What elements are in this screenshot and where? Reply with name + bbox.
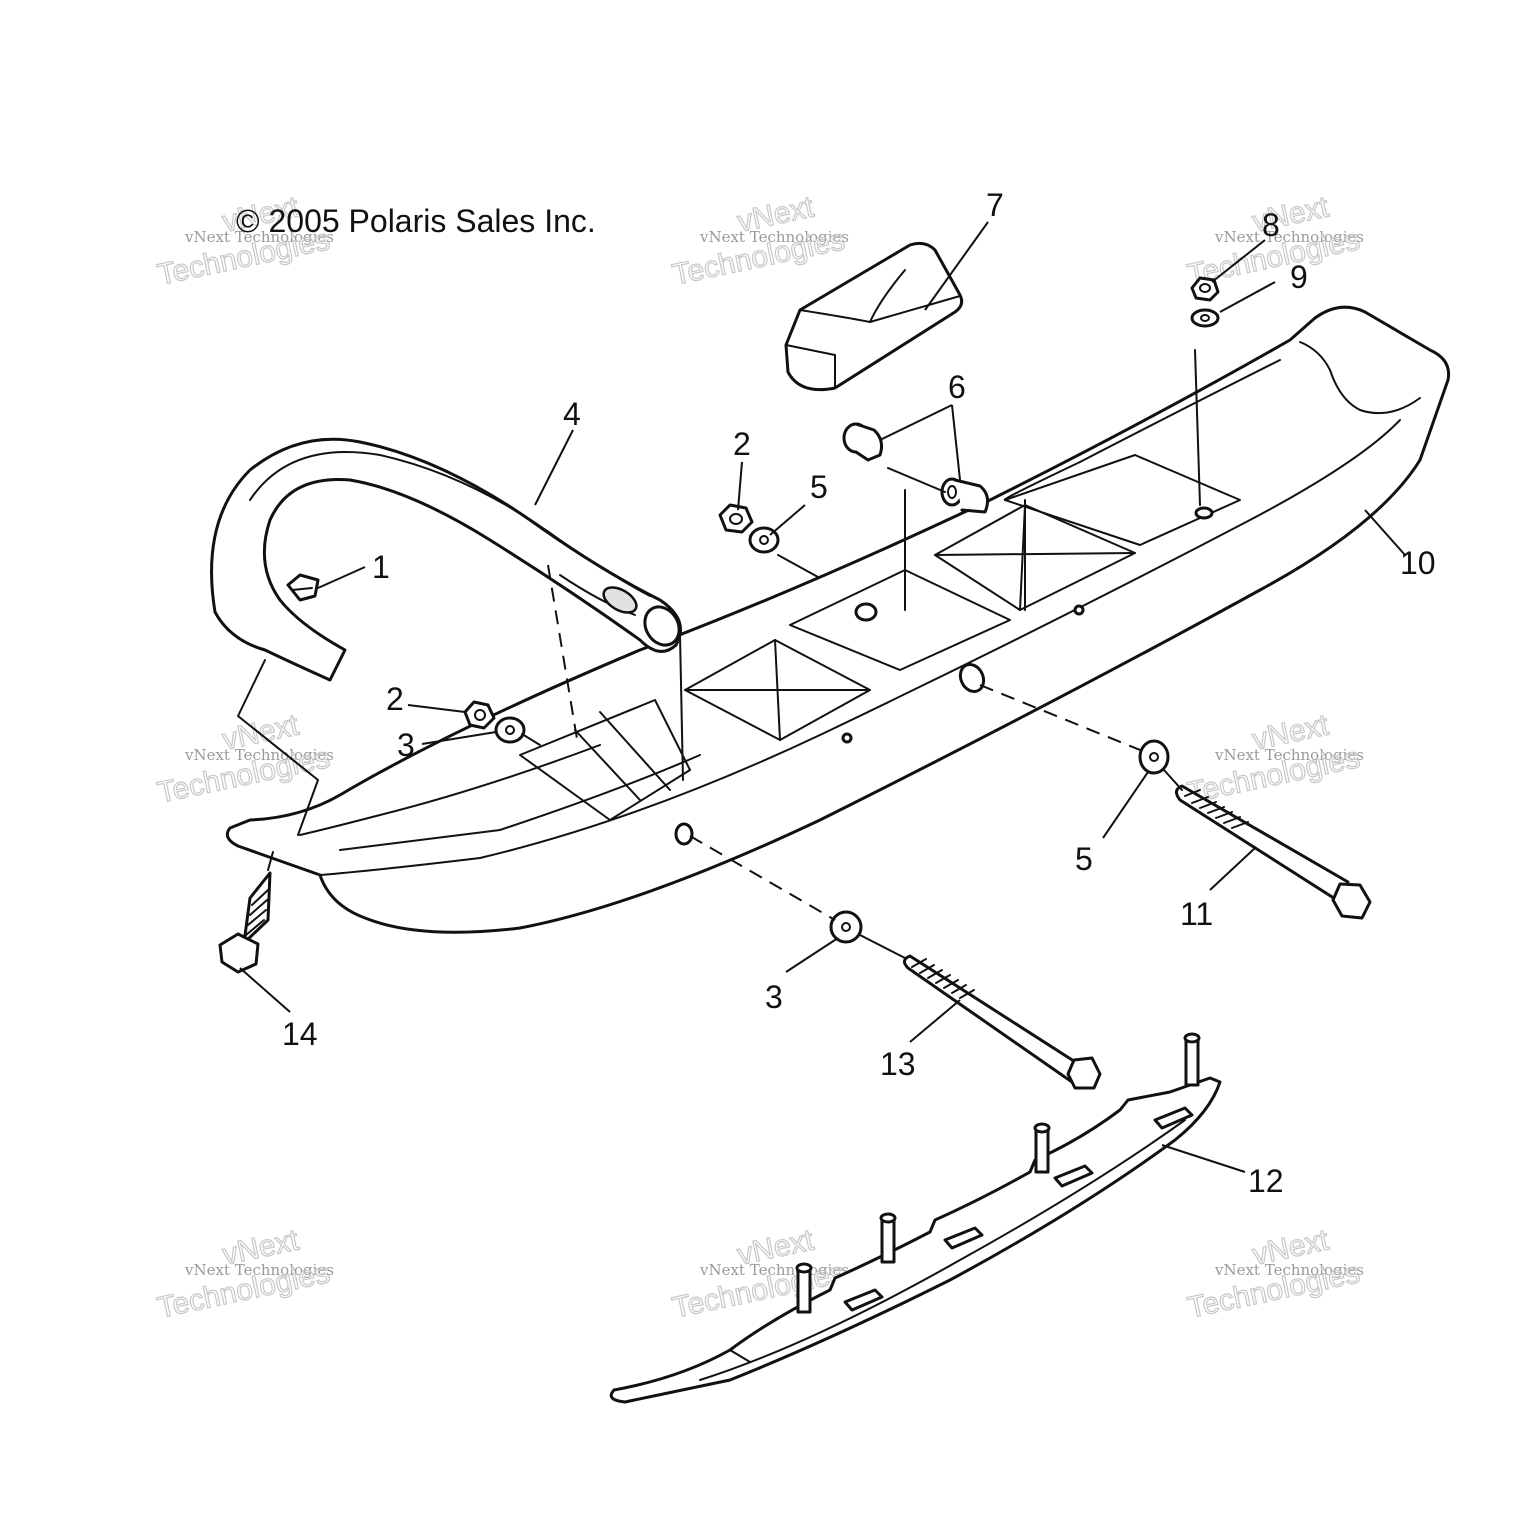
callout-6: 6 (948, 369, 966, 405)
svg-text:vNext Technologies: vNext Technologies (184, 746, 334, 764)
callout-1: 1 (372, 549, 390, 585)
part-8-nut (1190, 276, 1220, 302)
watermark-bottom-right: vNext vNext Technologies Technologies (1184, 1223, 1364, 1326)
svg-text:vNext Technologies: vNext Technologies (184, 228, 334, 246)
part-3-washer-lower (829, 910, 863, 944)
part-11-bolt (1175, 784, 1372, 920)
part-3-washer-upper (494, 716, 526, 744)
callout-7: 7 (986, 187, 1004, 223)
callout-5-upper: 5 (810, 469, 828, 505)
callout-14: 14 (282, 1016, 318, 1052)
callout-2-upper: 2 (733, 426, 751, 462)
watermark-mid-right: vNext vNext Technologies Technologies (1184, 708, 1364, 811)
part-9-washer (1190, 308, 1220, 328)
svg-text:vNext Technologies: vNext Technologies (1214, 1261, 1364, 1279)
callout-4: 4 (563, 396, 581, 432)
part-2-nut-lower (463, 700, 496, 730)
callout-9: 9 (1290, 259, 1308, 295)
callout-5-lower: 5 (1075, 841, 1093, 877)
part-13-bolt (903, 954, 1102, 1090)
callout-12: 12 (1248, 1163, 1284, 1199)
callout-13: 13 (880, 1046, 916, 1082)
part-7-cushion (784, 241, 964, 392)
part-4-handle (210, 437, 682, 682)
part-2-nut-upper (718, 503, 754, 534)
svg-text:vNext Technologies: vNext Technologies (184, 1261, 334, 1279)
part-1-clip (286, 573, 320, 602)
part-10-ski (225, 305, 1451, 934)
watermark-top-center: vNext vNext Technologies Technologies (669, 190, 849, 293)
assembly-lines (237, 467, 1183, 959)
part-12-runner (609, 1032, 1222, 1404)
part-6-bushing-upper (842, 422, 883, 462)
callout-10: 10 (1400, 545, 1436, 581)
stud-line (1194, 349, 1201, 506)
copyright-text: © 2005 Polaris Sales Inc. (236, 203, 596, 239)
part-14-screw (218, 871, 272, 974)
svg-text:vNext Technologies: vNext Technologies (1214, 228, 1364, 246)
part-5-washer-lower (1138, 739, 1170, 775)
callout-labels: 1 2 2 3 3 4 5 5 6 7 8 9 10 11 12 13 14 (282, 187, 1436, 1199)
part-6-bushing-lower (940, 477, 990, 514)
callout-3-lower: 3 (765, 979, 783, 1015)
watermark-bottom-left: vNext vNext Technologies Technologies (154, 1223, 334, 1326)
callout-8: 8 (1262, 207, 1280, 243)
callout-3-upper: 3 (397, 727, 415, 763)
callout-11: 11 (1180, 896, 1213, 932)
watermark-mid-left: vNext vNext Technologies Technologies (154, 708, 334, 811)
callout-2-lower: 2 (386, 681, 404, 717)
leader-lines (239, 221, 1406, 1173)
svg-text:vNext Technologies: vNext Technologies (699, 228, 849, 246)
svg-text:vNext Technologies: vNext Technologies (1214, 746, 1364, 764)
